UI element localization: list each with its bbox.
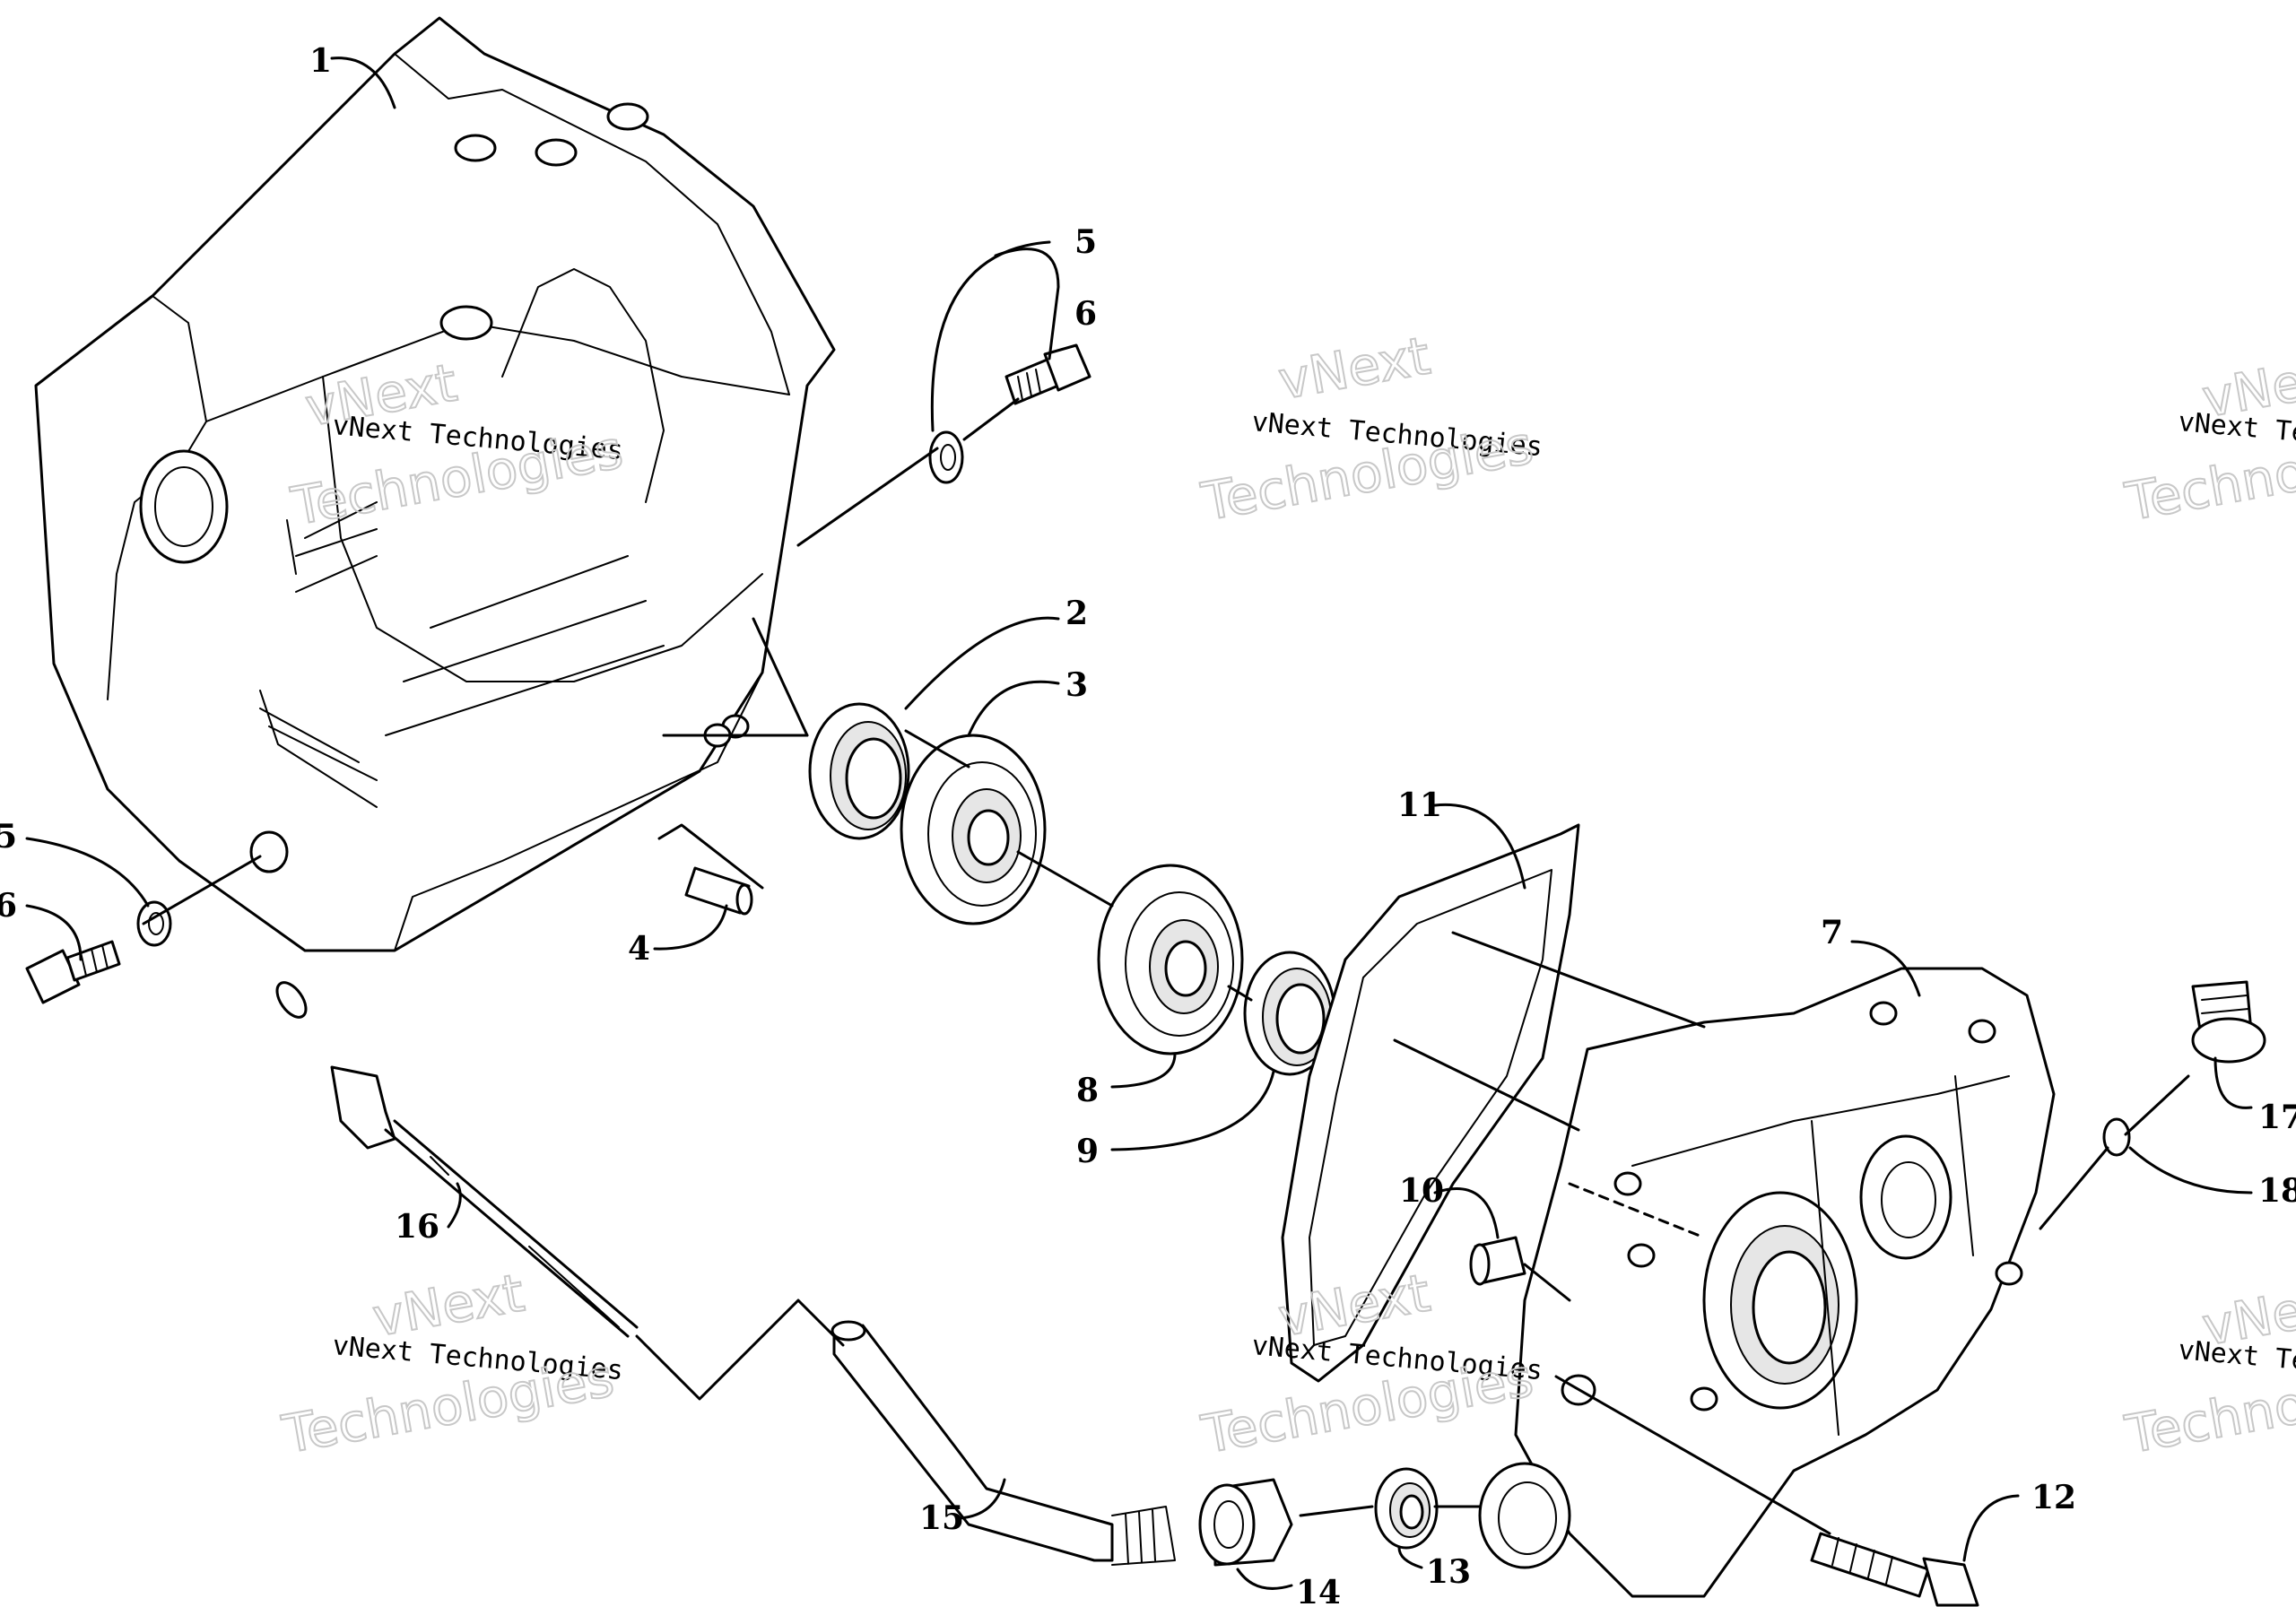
label-part-4: 4: [628, 930, 650, 968]
bearing-3: [900, 734, 1047, 925]
bolt-12: [1810, 1532, 1979, 1607]
label-part-17: 17: [2258, 1099, 2296, 1136]
bolt-upper: [1004, 343, 1091, 405]
label-part-9: 9: [1076, 1133, 1099, 1170]
label-part-11: 11: [1397, 786, 1442, 824]
label-part-13: 13: [1426, 1553, 1471, 1591]
seal-13: [1374, 1467, 1439, 1550]
nut-14: [1198, 1478, 1293, 1567]
leader-lines: [25, 56, 2253, 1590]
gasket: [1281, 823, 1580, 1383]
watermark-brand-2: vNext: [1274, 325, 1435, 411]
label-part-3: 3: [1065, 666, 1088, 704]
part-labels: 1 5 6 2 3 4 5 6 8 9 11 7 10 17 18 16 15 …: [0, 42, 2296, 1607]
label-part-2: 2: [1065, 595, 1088, 632]
crankcase-cover: [1478, 967, 2056, 1598]
label-part-5-lower: 5: [0, 818, 17, 856]
crankcase-housing: [34, 16, 836, 952]
label-part-6-upper: 6: [1074, 295, 1097, 333]
label-part-1: 1: [309, 42, 332, 80]
bolt-lower: [25, 940, 121, 1004]
label-part-5-upper: 5: [1074, 223, 1097, 261]
label-part-6-lower: 6: [0, 887, 17, 925]
bearing-8: [1097, 864, 1244, 1055]
label-part-15: 15: [919, 1499, 964, 1537]
dowel-pin: [684, 866, 753, 916]
plug: [1469, 1236, 1526, 1286]
label-part-18: 18: [2258, 1172, 2296, 1210]
label-part-8: 8: [1076, 1072, 1099, 1109]
oil-seal-9: [1243, 951, 1336, 1076]
washer-upper: [928, 430, 964, 484]
drain-plug: [2191, 980, 2266, 1064]
label-part-14: 14: [1296, 1574, 1341, 1607]
o-ring: [2102, 1117, 2131, 1157]
dipstick: [275, 981, 639, 1338]
label-part-12: 12: [2031, 1479, 2076, 1516]
label-part-7: 7: [1821, 914, 1843, 951]
label-part-16: 16: [395, 1208, 439, 1246]
oil-seal-2: [808, 702, 910, 840]
label-part-10: 10: [1399, 1172, 1444, 1210]
oil-fill-tube: [831, 1320, 1176, 1566]
